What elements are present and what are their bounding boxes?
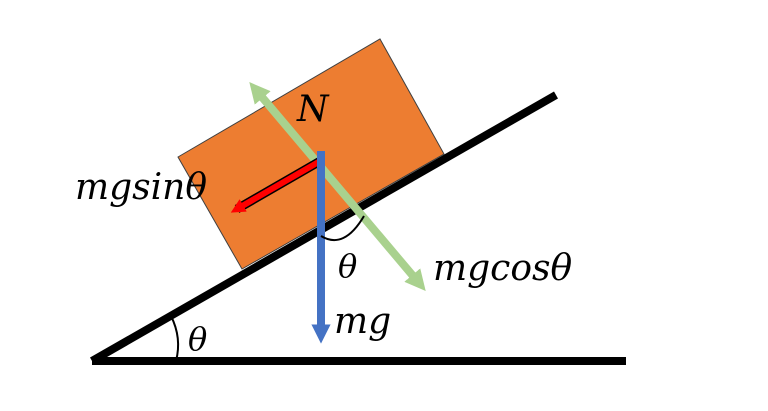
parallel-force-arrow-fill: [230, 157, 324, 213]
parallel-force-label: mgsinθ: [75, 167, 207, 208]
perpendicular-force-label: mgcosθ: [433, 248, 572, 289]
force-angle-arc: [320, 215, 365, 241]
force-angle-label: θ: [338, 247, 357, 285]
incline-angle-label: θ: [188, 320, 207, 358]
normal-force-label: N: [296, 89, 330, 130]
incline-angle-arc: [170, 315, 180, 362]
normal-force-arrow: [249, 82, 426, 291]
weight-label: mg: [334, 301, 391, 342]
